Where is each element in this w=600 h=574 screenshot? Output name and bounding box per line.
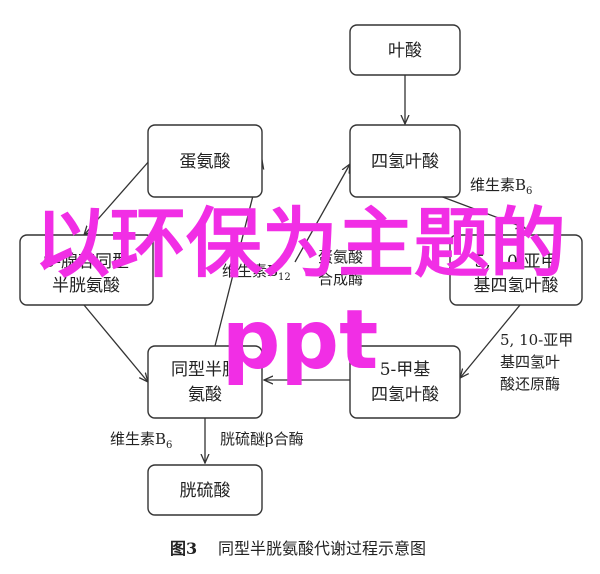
label-cbs: 胱硫醚β合酶 bbox=[220, 430, 304, 448]
label-mthfr-2: 基四氢叶 bbox=[500, 353, 560, 371]
svg-text:5-甲基: 5-甲基 bbox=[380, 360, 431, 380]
svg-text:同型半胱: 同型半胱 bbox=[171, 360, 239, 380]
svg-text:叶酸: 叶酸 bbox=[388, 41, 422, 61]
svg-text:四氢叶酸: 四氢叶酸 bbox=[371, 152, 439, 172]
svg-text:氨酸: 氨酸 bbox=[188, 385, 222, 405]
node-cysteine: 胱硫酸 bbox=[147, 464, 263, 516]
caption-fig-number: 图3 bbox=[170, 539, 197, 558]
svg-text:5, 10-亚甲: 5, 10-亚甲 bbox=[475, 252, 558, 272]
node-sam: S-腺苷同型 半胱氨酸 bbox=[19, 234, 154, 306]
svg-text:S-腺苷同型: S-腺苷同型 bbox=[43, 252, 129, 272]
node-methyl-thf: 5-甲基 四氢叶酸 bbox=[349, 345, 461, 419]
svg-text:半胱氨酸: 半胱氨酸 bbox=[52, 276, 120, 296]
label-vb6-right: 维生素B6 bbox=[470, 176, 532, 197]
label-mthfr-3: 酸还原酶 bbox=[500, 375, 560, 393]
svg-text:蛋氨酸: 蛋氨酸 bbox=[180, 152, 231, 172]
edge-methylene-methylthf bbox=[460, 304, 521, 378]
label-vb12: 维生素B12 bbox=[222, 262, 291, 283]
svg-text:胱硫酸: 胱硫酸 bbox=[180, 481, 231, 501]
caption-text: 同型半胱氨酸代谢过程示意图 bbox=[218, 539, 426, 558]
node-folate: 叶酸 bbox=[349, 24, 461, 76]
node-homocysteine: 同型半胱 氨酸 bbox=[147, 345, 263, 419]
label-vb6-bottom: 维生素B6 bbox=[110, 430, 172, 451]
overlay-subtitle: ppt bbox=[221, 293, 379, 388]
svg-text:基四氢叶酸: 基四氢叶酸 bbox=[474, 276, 559, 296]
label-methionine-synthase-2: 合成酶 bbox=[318, 270, 363, 288]
svg-text:四氢叶酸: 四氢叶酸 bbox=[371, 385, 439, 405]
node-methionine: 蛋氨酸 bbox=[147, 124, 263, 198]
overlay-title: 以环保为主题的 bbox=[34, 199, 566, 288]
edge-thf-methylene bbox=[439, 195, 525, 228]
edge-sam-homocysteine bbox=[83, 304, 148, 382]
label-mthfr-1: 5, 10-亚甲 bbox=[500, 331, 573, 349]
node-methylene-thf: 5, 10-亚甲 基四氢叶酸 bbox=[449, 234, 583, 306]
label-methionine-synthase-1: 蛋氨酸 bbox=[318, 248, 363, 266]
edge-thf-methionine-synthase bbox=[294, 164, 350, 263]
node-thf: 四氢叶酸 bbox=[349, 124, 461, 198]
edge-methionine-sam bbox=[84, 159, 151, 235]
